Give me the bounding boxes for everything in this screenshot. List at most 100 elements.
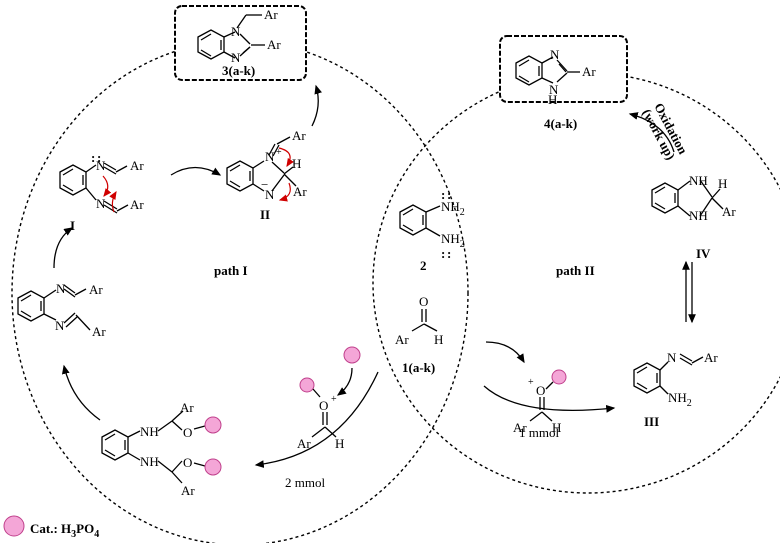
intermediate-II-structure bbox=[226, 136, 297, 192]
intermediate-III-label: III bbox=[644, 414, 659, 429]
electron-arrow bbox=[278, 147, 294, 168]
electron-arrow bbox=[109, 190, 117, 213]
atom-n: N bbox=[55, 318, 65, 333]
intermediate-I-label: I bbox=[70, 218, 75, 233]
aldehyde-structure bbox=[411, 309, 438, 332]
path-two-cycle bbox=[372, 72, 780, 494]
atom-o: O bbox=[536, 383, 545, 398]
atom-n: N bbox=[231, 50, 241, 65]
atom-n: N bbox=[231, 24, 241, 39]
product-4-structure bbox=[515, 55, 580, 86]
atom-n: N bbox=[96, 196, 106, 211]
arrow-II-to-3 bbox=[311, 84, 322, 127]
product-3-structure bbox=[197, 14, 265, 60]
atom-ar: Ar bbox=[181, 483, 195, 498]
charge-minus: − bbox=[261, 177, 268, 192]
atom-ar: Ar bbox=[513, 420, 527, 435]
atom-n-minus: N bbox=[265, 187, 275, 202]
arrow-2mmol bbox=[254, 371, 379, 468]
catalyst-bead bbox=[204, 416, 222, 434]
diamine-label: 2 bbox=[420, 258, 427, 273]
intermediate-II-label: II bbox=[260, 207, 270, 222]
atom-n: N bbox=[96, 158, 106, 173]
atom-ar: Ar bbox=[704, 350, 718, 365]
charge-plus: + bbox=[528, 377, 534, 388]
lone-pair: : bbox=[441, 246, 445, 261]
atom-ar: Ar bbox=[293, 184, 307, 199]
catalyst-legend-icon bbox=[3, 515, 25, 537]
amount-2mmol: 2 mmol bbox=[285, 475, 325, 490]
atom-nh: NH bbox=[689, 208, 708, 223]
path-one-cycle bbox=[11, 40, 469, 546]
path-one-label: path I bbox=[214, 263, 248, 278]
diimine-structure bbox=[17, 284, 91, 331]
atom-nh2: NH2 bbox=[668, 390, 692, 409]
hemiaminal-structure bbox=[101, 410, 206, 484]
atom-ar: Ar bbox=[582, 64, 596, 79]
activated-aldehyde-1 bbox=[311, 388, 337, 438]
atom-o: O bbox=[183, 425, 192, 440]
intermediate-I-structure bbox=[59, 162, 129, 214]
atom-ar: Ar bbox=[395, 332, 409, 347]
atom-ar: Ar bbox=[130, 158, 144, 173]
atom-h: H bbox=[718, 176, 727, 191]
atom-h: H bbox=[548, 92, 557, 107]
arrow-I-to-II bbox=[170, 166, 222, 176]
lone-pair: : bbox=[91, 150, 95, 165]
atom-nh2: NH2 bbox=[441, 199, 465, 218]
catalyst-bead bbox=[551, 369, 567, 385]
catalyst-legend-text: Cat.: H3PO4 bbox=[30, 521, 99, 540]
atom-nh: NH bbox=[140, 454, 159, 469]
atom-h: H bbox=[552, 420, 561, 435]
catalyst-bead bbox=[343, 346, 361, 364]
atom-ar: Ar bbox=[292, 128, 306, 143]
arrow-catalyst-in-1 bbox=[336, 367, 353, 396]
lone-pair: : bbox=[441, 187, 445, 202]
atom-o: O bbox=[419, 294, 428, 309]
intermediate-III-structure bbox=[633, 353, 704, 395]
atom-h: H bbox=[434, 332, 443, 347]
atom-n: N bbox=[56, 281, 66, 296]
product-3-label: 3(a-k) bbox=[222, 63, 255, 78]
atom-ar: Ar bbox=[92, 324, 106, 339]
arrow-hemiaminal-to-diimine bbox=[61, 364, 101, 421]
intermediate-IV-label: IV bbox=[696, 246, 711, 261]
arrow-oxidation bbox=[628, 112, 675, 153]
atom-n: N bbox=[667, 350, 677, 365]
electron-arrow bbox=[278, 182, 291, 202]
atom-ar: Ar bbox=[89, 282, 103, 297]
product-4-label: 4(a-k) bbox=[544, 116, 577, 131]
atom-ar: Ar bbox=[722, 204, 736, 219]
atom-h: H bbox=[335, 436, 344, 451]
aldehyde-label: 1(a-k) bbox=[402, 360, 435, 375]
atom-nh: N bbox=[549, 82, 559, 97]
arrow-catalyst-in-2 bbox=[485, 341, 525, 364]
arrow-diimine-to-I bbox=[53, 227, 74, 269]
atom-n: N bbox=[550, 47, 560, 62]
atom-ar: Ar bbox=[264, 7, 278, 22]
arrow-1mmol bbox=[483, 385, 616, 413]
atom-nh2: NH2 bbox=[441, 231, 465, 250]
atom-h: H bbox=[292, 156, 301, 171]
charge-plus: + bbox=[331, 394, 337, 405]
path-two-label: path II bbox=[556, 263, 595, 278]
lone-pair: : bbox=[447, 246, 451, 261]
electron-arrow bbox=[102, 175, 112, 197]
atom-n-plus: N bbox=[265, 149, 275, 164]
product-3-box bbox=[174, 5, 307, 81]
amount-1mmol: 1 mmol bbox=[519, 425, 559, 440]
atom-ar: Ar bbox=[267, 37, 281, 52]
atom-ar: Ar bbox=[130, 197, 144, 212]
lone-pair: : bbox=[97, 150, 101, 165]
atom-o: O bbox=[183, 455, 192, 470]
intermediate-IV-structure bbox=[651, 179, 724, 217]
atom-ar: Ar bbox=[180, 400, 194, 415]
atom-nh: NH bbox=[140, 424, 159, 439]
diamine-structure bbox=[399, 204, 441, 237]
catalyst-bead bbox=[204, 458, 222, 476]
catalyst-bead bbox=[299, 377, 315, 393]
lone-pair: : bbox=[447, 187, 451, 202]
charge-plus: + bbox=[276, 147, 282, 158]
